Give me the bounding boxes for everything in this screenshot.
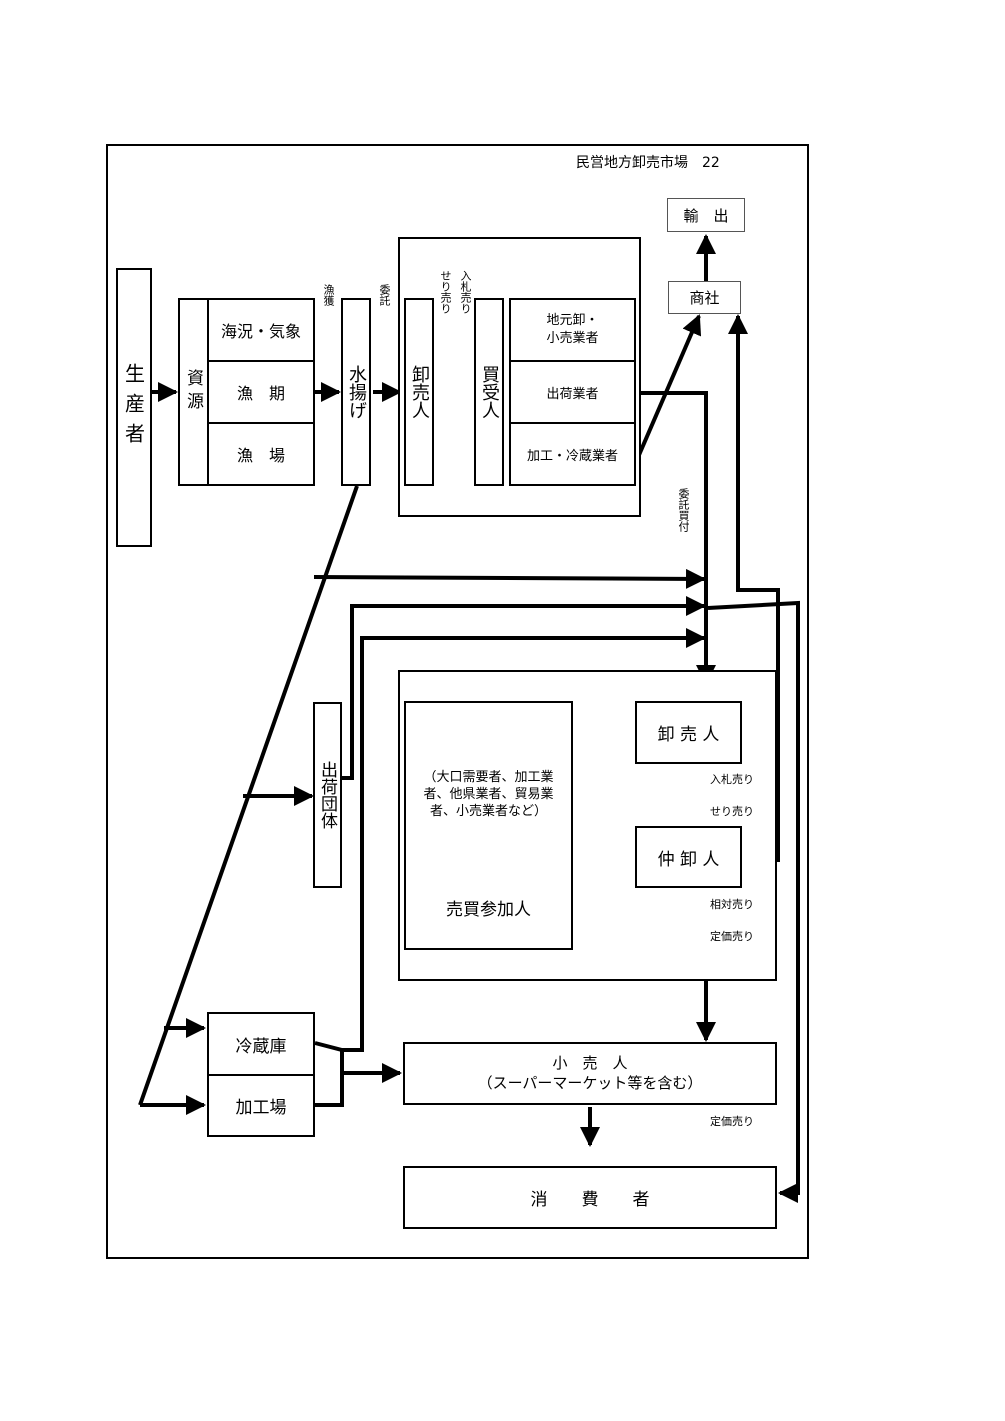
sea-weather-box: 海況・気象 <box>207 298 315 362</box>
wholesaler-b-box: 卸 売 人 <box>635 701 742 764</box>
resources-label: 資源 <box>183 369 203 415</box>
producer-label: 生産者 <box>121 362 146 453</box>
intermediate-label: 仲 卸 人 <box>657 849 720 870</box>
processors-box: 加工・冷蔵業者 <box>509 422 636 486</box>
shippers-label: 出荷業者 <box>546 386 599 402</box>
local-dealers-box: 地元卸・ 小売業者 <box>509 298 636 362</box>
fishing-ground-label: 漁 場 <box>236 446 285 465</box>
diagram-frame <box>106 144 809 1259</box>
wholesaler-b-label: 卸 売 人 <box>657 725 720 745</box>
consumer-label: 消 費 者 <box>530 1190 650 1210</box>
participants-box: （大口需要者、加工業 者、他県業者、貿易業 者、小売業者など） 売買参加人 <box>404 701 573 950</box>
fishing-ground-box: 漁 場 <box>207 422 315 486</box>
buyer-box: 買受人 <box>474 298 504 486</box>
arrow-direct-to-consumer <box>707 600 800 1203</box>
cold-storage-box: 冷蔵庫 <box>207 1012 315 1076</box>
sea-weather-label: 海況・気象 <box>220 322 301 341</box>
negotiated-sale-label: 相対売り <box>710 898 754 911</box>
auction-sale-b-label: せり売り <box>710 805 754 818</box>
wholesaler-a-box: 卸売人 <box>404 298 434 486</box>
shipping-org-box: 出荷団体 <box>313 702 342 888</box>
retailer-label: 小 売 人 （スーパーマーケット等を含む） <box>477 1054 703 1092</box>
fixed-price-sale-label: 定価売り <box>710 930 754 943</box>
landing-label: 水揚げ <box>346 365 367 419</box>
shipping-org-label: 出荷団体 <box>317 761 337 829</box>
shippers-box: 出荷業者 <box>509 360 636 424</box>
arrow-processor-trading <box>634 314 702 463</box>
processing-plant-label: 加工場 <box>235 1098 287 1118</box>
tender-sale-b-label: 入札売り <box>710 773 754 786</box>
export-label: 輸 出 <box>683 206 729 225</box>
arrow-shipping-org-market <box>342 596 706 780</box>
local-dealers-label: 地元卸・ 小売業者 <box>546 313 599 346</box>
trading-co-box: 商社 <box>668 281 741 314</box>
export-box: 輸 出 <box>667 198 745 232</box>
participants-desc: （大口需要者、加工業 者、他県業者、貿易業 者、小売業者など） <box>423 770 554 819</box>
processors-label: 加工・冷蔵業者 <box>526 448 618 464</box>
arrow-cold-storage-market <box>314 628 706 1052</box>
fixed-price-sale-b-label: 定価売り <box>710 1115 754 1128</box>
consign-buy-label: 委託買付 <box>677 488 690 532</box>
arrow-shipper-wholesaler <box>636 391 716 685</box>
catch-label: 漁獲 <box>322 284 335 306</box>
consumer-box: 消 費 者 <box>403 1166 777 1229</box>
participants-label: 売買参加人 <box>446 899 531 920</box>
producer-box: 生産者 <box>116 268 152 547</box>
retailer-box: 小 売 人 （スーパーマーケット等を含む） <box>403 1042 777 1105</box>
buyer-label: 買受人 <box>479 365 500 419</box>
tender-sale-label: 入札売り <box>459 270 472 314</box>
resources-box: 資源 <box>178 298 209 486</box>
line-storage-join <box>315 1050 344 1107</box>
processing-plant-box: 加工場 <box>207 1074 315 1137</box>
fishing-season-box: 漁 期 <box>207 360 315 424</box>
page-header: 民営地方卸売市場 22 <box>576 155 720 171</box>
auction-sale-label: せり売り <box>439 270 452 314</box>
arrow-diagonal-to-market-1 <box>313 568 706 589</box>
cold-storage-label: 冷蔵庫 <box>235 1036 287 1057</box>
trading-co-label: 商社 <box>689 289 720 307</box>
wholesaler-a-label: 卸売人 <box>409 365 430 419</box>
fishing-season-label: 漁 期 <box>236 384 285 403</box>
intermediate-box: 仲 卸 人 <box>635 826 742 888</box>
consign-label: 委託 <box>378 284 391 306</box>
landing-box: 水揚げ <box>341 298 371 486</box>
